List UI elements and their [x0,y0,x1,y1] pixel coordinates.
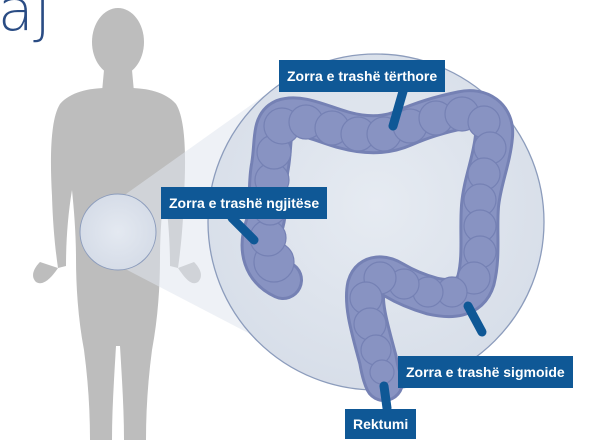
label-rectum: Rektumi [345,409,416,439]
label-transverse-colon: Zorra e trashë tërthore [279,60,445,92]
label-sigmoid-colon: Zorra e trashë sigmoide [398,356,573,388]
label-ascending-colon: Zorra e trashë ngjitëse [161,187,327,219]
focus-circle [80,194,156,270]
